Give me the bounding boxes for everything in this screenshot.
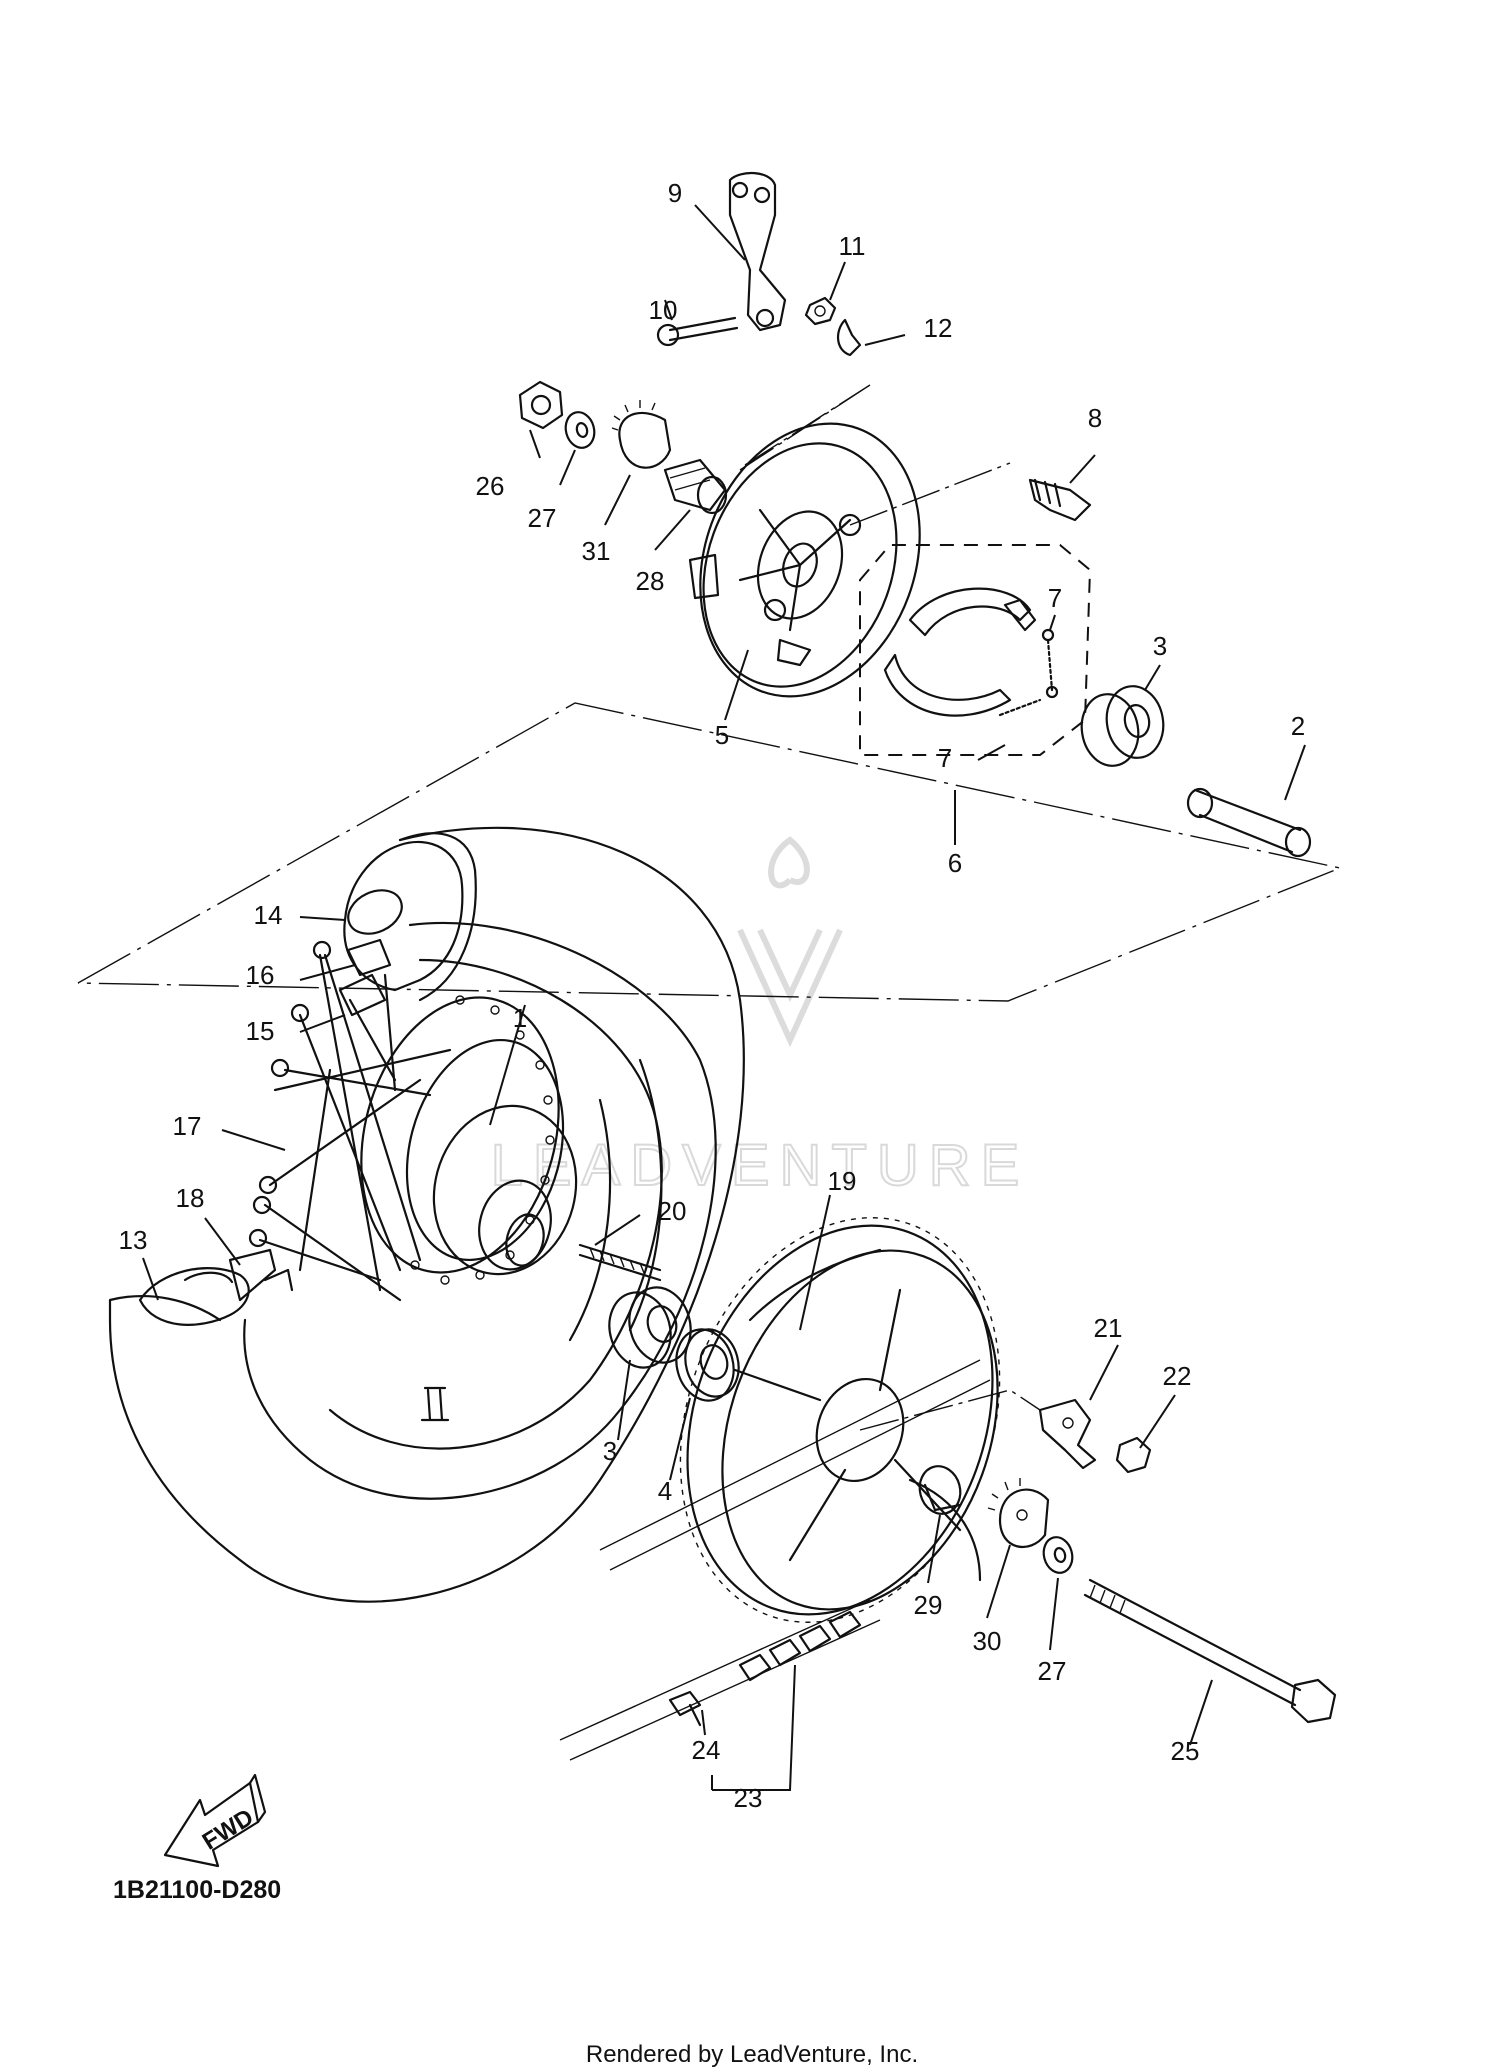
callout-30: 30 — [973, 1626, 1002, 1656]
watermark-text: LEADVENTURE — [491, 1133, 1030, 1198]
callout-7-upper: 7 — [1048, 583, 1062, 613]
axis-line-cam — [849, 462, 1011, 526]
callout-27-upper: 27 — [528, 503, 557, 533]
callout-9: 9 — [668, 178, 682, 208]
callout-29: 29 — [914, 1590, 943, 1620]
collar-left — [663, 458, 728, 515]
nut-right — [1115, 1436, 1152, 1474]
tube-valve — [138, 1248, 450, 1422]
callout-3-upper: 3 — [1153, 631, 1167, 661]
callout-2: 2 — [1291, 711, 1305, 741]
axis-line-upper — [739, 384, 871, 471]
callout-10: 10 — [649, 295, 678, 325]
callout-21: 21 — [1094, 1313, 1123, 1343]
callout-17: 17 — [173, 1111, 202, 1141]
callout-11: 11 — [839, 231, 866, 261]
brake-shoe-set — [859, 544, 1092, 756]
brake-lever-clip — [837, 318, 862, 357]
brake-camshaft-lever — [728, 172, 787, 332]
callout-8: 8 — [1088, 403, 1102, 433]
brake-camshaft — [1028, 478, 1092, 522]
callout-12: 12 — [924, 313, 953, 343]
watermark: LEADVENTURE — [490, 836, 1030, 1199]
callout-31: 31 — [582, 536, 611, 566]
bearing-lower — [608, 1286, 692, 1369]
chain-puller-plate — [1038, 1398, 1097, 1470]
callout-1: 1 — [513, 1003, 527, 1033]
callout-14: 14 — [254, 900, 283, 930]
sprocket — [679, 1217, 1001, 1623]
callout-3-lower: 3 — [603, 1436, 617, 1466]
wheel-axle — [1083, 1578, 1337, 1724]
callout-4: 4 — [658, 1476, 672, 1506]
fwd-arrow-icon — [163, 1781, 260, 1868]
washer-left — [564, 411, 596, 449]
callout-20: 20 — [658, 1196, 687, 1226]
callout-16: 16 — [246, 960, 275, 990]
chain-adjuster-left — [611, 400, 672, 469]
callout-18: 18 — [176, 1183, 205, 1213]
callout-13: 13 — [119, 1225, 148, 1255]
tire — [108, 826, 745, 1603]
diagram-code: 1B21100-D280 — [113, 1876, 281, 1904]
washer-right — [1042, 1536, 1074, 1574]
watermark-logo-icon — [737, 836, 843, 1048]
callout-22: 22 — [1163, 1361, 1192, 1391]
callout-7-lower: 7 — [938, 743, 952, 773]
axle-spacer — [578, 1243, 662, 1282]
brake-panel — [688, 422, 921, 698]
axis-line-right — [859, 1389, 1041, 1431]
brake-lever-nut — [804, 296, 837, 326]
callout-26: 26 — [476, 471, 505, 501]
bearing-upper — [1080, 685, 1165, 767]
oil-seal — [675, 1328, 740, 1402]
collar-right — [918, 1465, 962, 1515]
callout-labels: 1 2 3 3 4 5 6 7 7 8 9 10 11 12 13 14 15 … — [119, 178, 1306, 1813]
callout-27-lower: 27 — [1038, 1656, 1067, 1686]
drive-chain — [559, 1359, 991, 1761]
callout-23: 23 — [734, 1783, 763, 1813]
spokes — [248, 940, 452, 1302]
brake-lever-bolt — [656, 316, 739, 347]
callout-25: 25 — [1171, 1736, 1200, 1766]
leader-lines — [142, 204, 1306, 1791]
rim-tape — [343, 840, 464, 992]
rim-lock — [338, 938, 397, 1092]
assembly-frame-outline — [77, 702, 1343, 1002]
fwd-arrow: FWD — [163, 1773, 267, 1868]
axle-collar — [1186, 787, 1312, 858]
callout-6: 6 — [948, 848, 962, 878]
chain-adjuster-right — [987, 1478, 1050, 1549]
callout-5: 5 — [715, 720, 729, 750]
callout-15: 15 — [246, 1016, 275, 1046]
axle-nut-left — [518, 380, 564, 430]
callout-28: 28 — [636, 566, 665, 596]
footer-credit: Rendered by LeadVenture, Inc. — [586, 2041, 918, 2068]
fwd-label: FWD — [198, 1804, 259, 1856]
callout-24: 24 — [692, 1735, 721, 1765]
callout-19: 19 — [828, 1166, 857, 1196]
